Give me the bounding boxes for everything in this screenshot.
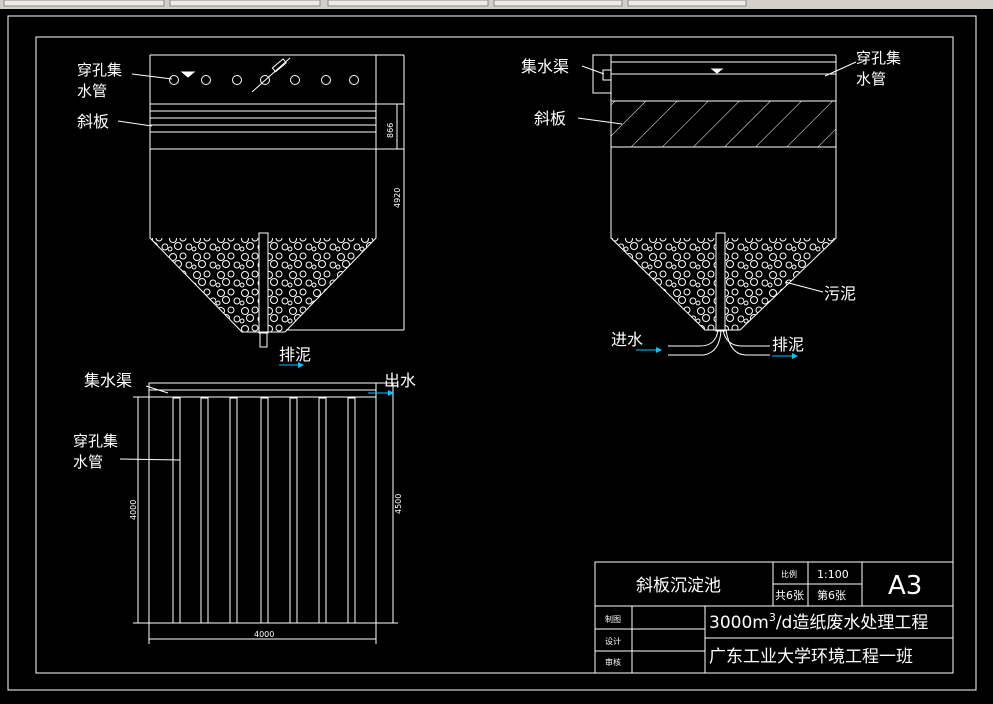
front-dim-total-height: 4920 [393, 188, 402, 208]
plan-dim-left: 4000 [129, 500, 138, 520]
front-view [117, 54, 405, 348]
title-paper-size: A3 [888, 571, 922, 601]
side-drain-label: 排泥 [772, 335, 804, 354]
inner-frame [35, 36, 954, 674]
tab-3[interactable] [327, 0, 489, 7]
title-sheet-total: 共6张 [775, 589, 804, 602]
side-pipe-label-line2: 水管 [856, 70, 886, 88]
tab-5[interactable] [627, 0, 747, 7]
title-organization: 广东工业大学环境工程一班 [709, 647, 913, 667]
front-dim-plate-height: 866 [386, 123, 395, 138]
side-view [577, 54, 857, 356]
front-pipe-label-line2: 水管 [77, 82, 107, 100]
title-project-post: /d造纸废水处理工程 [776, 613, 929, 633]
perforated-pipe-holes [169, 75, 359, 85]
side-plate-label: 斜板 [534, 109, 566, 128]
plan-outlet-label: 出水 [384, 371, 416, 390]
tab-4[interactable] [493, 0, 623, 7]
title-draw-label: 制图 [605, 614, 621, 624]
plan-view [119, 382, 398, 644]
title-review-label: 审核 [605, 657, 621, 667]
plan-pipe-label-line1: 穿孔集 [73, 432, 118, 450]
front-pipe-label-line1: 穿孔集 [77, 61, 122, 79]
front-plate-label: 斜板 [77, 112, 109, 131]
side-channel-label: 集水渠 [521, 57, 569, 76]
title-scale-label: 比例 [781, 569, 797, 579]
side-inlet-label: 进水 [611, 330, 643, 349]
plan-dim-width: 4000 [254, 630, 274, 639]
side-pipe-label-line1: 穿孔集 [856, 49, 901, 67]
tab-2[interactable] [169, 0, 321, 7]
title-project-pre: 3000m [709, 613, 769, 633]
title-design-label: 设计 [605, 636, 621, 646]
front-drain-label: 排泥 [279, 345, 311, 364]
tab-1[interactable] [3, 0, 165, 7]
plan-pipes [172, 397, 356, 624]
side-sludge-label: 污泥 [824, 284, 856, 303]
title-block [594, 561, 954, 674]
title-project: 3000m3/d造纸废水处理工程 [709, 611, 928, 633]
plan-pipe-label-line2: 水管 [73, 453, 103, 471]
plan-channel-label: 集水渠 [84, 371, 132, 390]
title-project-sup: 3 [769, 611, 776, 624]
title-drawing-name: 斜板沉淀池 [636, 576, 721, 596]
plan-dim-right: 4500 [394, 494, 403, 514]
title-sheet-number: 第6张 [817, 588, 846, 602]
title-scale-value: 1:100 [817, 568, 849, 581]
outer-frame [7, 15, 977, 691]
